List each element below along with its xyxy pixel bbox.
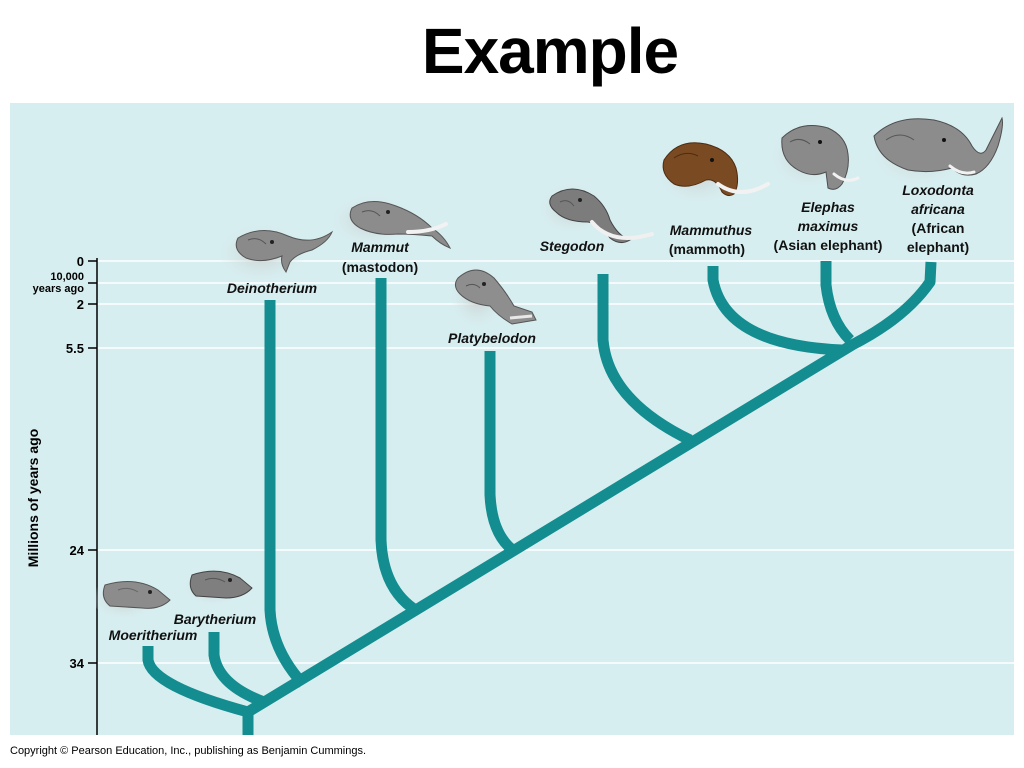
label-loxodonta-common-1: (African (912, 220, 965, 236)
diagram-panel (10, 103, 1014, 735)
branch-barytherium (208, 632, 266, 708)
copyright-notice: Copyright © Pearson Education, Inc., pub… (10, 745, 367, 757)
branch-mammut (375, 278, 421, 616)
branch-elephas (820, 261, 855, 344)
mammuthus-head (656, 138, 770, 202)
tick-label-10000-line2: years ago (33, 283, 85, 295)
label-barytherium: Barytherium (174, 611, 256, 627)
branch-mammuthus (707, 266, 843, 356)
deinotherium-head-icon (247, 238, 267, 245)
mammoth-head-icon (673, 152, 699, 159)
tick-label-2: 2 (77, 297, 84, 312)
label-mammut: Mammut (351, 239, 410, 255)
label-mammuthus-common: (mammoth) (669, 241, 745, 257)
tick-label-34: 34 (70, 656, 85, 671)
tick-label-5.5: 5.5 (66, 341, 84, 356)
deinotherium-head (217, 220, 334, 280)
branches (142, 261, 937, 735)
moeritherium-head-icon (117, 587, 139, 593)
branch-trunk (242, 261, 937, 735)
label-mammut-common: (mastodon) (342, 259, 418, 275)
label-elephas: Elephas (801, 199, 855, 215)
label-mammuthus: Mammuthus (670, 222, 753, 238)
tick-label-0: 0 (77, 254, 84, 269)
label-loxodonta: Loxodonta (902, 182, 974, 198)
barytherium-head-icon (204, 577, 226, 583)
time-gridlines (97, 260, 1014, 664)
branch-deinotherium (264, 300, 308, 688)
label-elephas-common: (Asian elephant) (774, 237, 883, 253)
species-labels: Moeritherium Barytherium Deinotherium Ma… (109, 182, 974, 643)
label-stegodon: Stegodon (540, 238, 605, 254)
branch-moeritherium (142, 646, 250, 718)
slide-title: Example (421, 15, 679, 87)
label-moeritherium: Moeritherium (109, 627, 198, 643)
elephas-head-icon (789, 138, 811, 145)
label-platybelodon: Platybelodon (448, 330, 536, 346)
elephant-head-icon (885, 134, 915, 141)
moeritherium-head (92, 578, 171, 618)
stegodon-head-icon (559, 200, 575, 207)
branch-platybelodon (484, 351, 518, 556)
label-deinotherium: Deinotherium (227, 280, 317, 296)
mammut-head (330, 192, 452, 249)
platybelodon-head-icon (465, 283, 481, 289)
platybelodon-head (450, 262, 537, 326)
barytherium-head (183, 565, 253, 605)
label-loxodonta-species: africana (911, 201, 965, 217)
elephas-head (770, 118, 860, 190)
label-loxodonta-common-2: elephant) (907, 239, 969, 255)
mammut-head-icon (361, 210, 381, 217)
tick-label-24: 24 (70, 543, 85, 558)
loxodonta-head (870, 112, 1003, 184)
axis-title: Millions of years ago (25, 429, 41, 567)
time-axis: 0 10,000 years ago 2 5.5 24 34 Millions … (25, 254, 98, 735)
branch-stegodon (597, 274, 693, 445)
tick-label-10000-line1: 10,000 (50, 271, 84, 283)
stegodon-head (538, 180, 654, 244)
label-elephas-species: maximus (798, 218, 859, 234)
